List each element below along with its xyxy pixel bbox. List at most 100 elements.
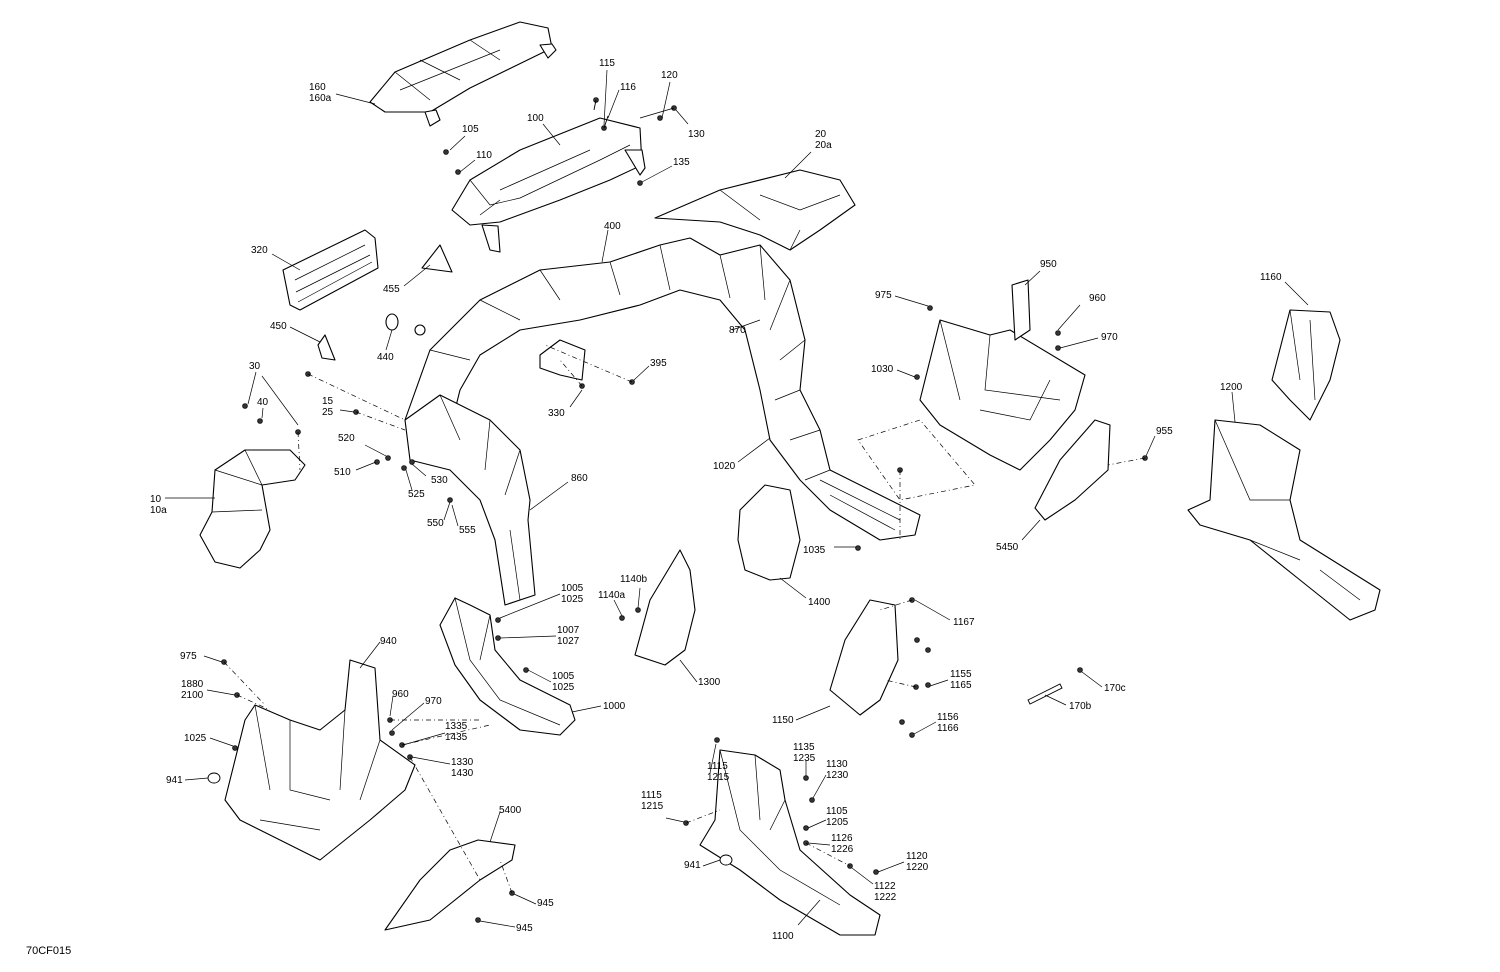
callout-970a[interactable]: 970 <box>1101 332 1118 343</box>
callout-1100[interactable]: 1100 <box>772 931 794 942</box>
callout-975b[interactable]: 975 <box>180 651 197 662</box>
callout-970b[interactable]: 970 <box>425 696 442 707</box>
callout-941a[interactable]: 941 <box>166 775 183 786</box>
callout-520[interactable]: 520 <box>338 433 355 444</box>
callout-955[interactable]: 955 <box>1156 426 1173 437</box>
part-100-console[interactable] <box>451 117 646 253</box>
callout-525[interactable]: 525 <box>408 489 425 500</box>
callout-555[interactable]: 555 <box>459 525 476 536</box>
callout-455[interactable]: 455 <box>383 284 400 295</box>
callout-5400[interactable]: 5400 <box>499 805 521 816</box>
callout-1025[interactable]: 1025 <box>184 733 206 744</box>
callout-5450[interactable]: 5450 <box>996 542 1018 553</box>
part-20-side-cover[interactable] <box>654 169 856 251</box>
callout-945b[interactable]: 945 <box>516 923 533 934</box>
part-320-grille[interactable] <box>282 229 379 311</box>
callout-950[interactable]: 950 <box>1040 259 1057 270</box>
part-1150-panel[interactable] <box>829 599 899 716</box>
part-450-plate[interactable] <box>317 334 336 361</box>
callout-1150[interactable]: 1150 <box>772 715 794 726</box>
callout-116[interactable]: 116 <box>620 82 636 93</box>
callout-945a[interactable]: 945 <box>537 898 554 909</box>
callout-400[interactable]: 400 <box>604 221 621 232</box>
callout-941b[interactable]: 941 <box>684 860 701 871</box>
callout-860[interactable]: 860 <box>571 473 588 484</box>
part-860-pillar[interactable] <box>404 394 536 606</box>
callout-960a[interactable]: 960 <box>1089 293 1106 304</box>
callout-975a[interactable]: 975 <box>875 290 892 301</box>
part-400-frame-arch[interactable] <box>404 237 921 541</box>
callout-line: 955 <box>1156 426 1173 437</box>
part-440-grommet[interactable] <box>385 313 426 336</box>
callout-1400[interactable]: 1400 <box>808 597 830 608</box>
callout-395[interactable]: 395 <box>650 358 667 369</box>
callout-100[interactable]: 100 <box>527 113 544 124</box>
callout-870[interactable]: 870 <box>729 325 746 336</box>
callout-510[interactable]: 510 <box>334 467 351 478</box>
part-1300-panel[interactable] <box>634 549 696 666</box>
callout-1300[interactable]: 1300 <box>698 677 720 688</box>
callout-135[interactable]: 135 <box>673 157 690 168</box>
callout-330[interactable]: 330 <box>548 408 565 419</box>
part-940-floor-panel[interactable] <box>224 659 416 861</box>
part-1100-rocker[interactable] <box>699 749 881 936</box>
part-1160-side-panel[interactable] <box>1271 309 1341 421</box>
callout-530[interactable]: 530 <box>431 475 448 486</box>
callout-1030[interactable]: 1030 <box>871 364 893 375</box>
callout-115[interactable]: 115 <box>599 58 615 69</box>
callout-550[interactable]: 550 <box>427 518 444 529</box>
callout-1000[interactable]: 1000 <box>603 701 625 712</box>
callout-1035[interactable]: 1035 <box>803 545 825 556</box>
callout-960b[interactable]: 960 <box>392 689 409 700</box>
callout-1140b[interactable]: 1140b <box>620 574 647 585</box>
callout-450[interactable]: 450 <box>270 321 287 332</box>
callout-1140a[interactable]: 1140a <box>598 590 625 601</box>
callout-120[interactable]: 120 <box>661 70 678 81</box>
callout-1020[interactable]: 1020 <box>713 461 735 472</box>
part-160-top-cover[interactable] <box>369 21 557 127</box>
callout-440[interactable]: 440 <box>377 352 394 363</box>
callout-40[interactable]: 40 <box>257 397 268 408</box>
callout-940[interactable]: 940 <box>380 636 397 647</box>
callout-110[interactable]: 110 <box>476 150 492 161</box>
part-950-floor-panel[interactable] <box>919 279 1086 471</box>
part-5450-bracket[interactable] <box>1034 419 1111 521</box>
callout-30[interactable]: 30 <box>249 361 260 372</box>
callout-line: 550 <box>427 518 444 529</box>
part-1000-rocker[interactable] <box>439 597 576 736</box>
callout-1160[interactable]: 1160 <box>1260 272 1282 283</box>
callout-130[interactable]: 130 <box>688 129 705 140</box>
part-330-bracket[interactable] <box>539 339 586 381</box>
part-5400-bracket[interactable] <box>384 839 516 931</box>
callout-line: 1165 <box>950 680 972 691</box>
callout-320[interactable]: 320 <box>251 245 268 256</box>
callout-1200[interactable]: 1200 <box>1220 382 1242 393</box>
callout-105[interactable]: 105 <box>462 124 479 135</box>
part-10-lower-cover[interactable] <box>199 449 306 569</box>
part-1400-panel[interactable] <box>737 484 801 581</box>
callout-170b[interactable]: 170b <box>1069 701 1091 712</box>
part-1200-side-step[interactable] <box>1187 419 1381 621</box>
callout-170c[interactable]: 170c <box>1104 683 1126 694</box>
callout-1167[interactable]: 1167 <box>953 617 975 628</box>
